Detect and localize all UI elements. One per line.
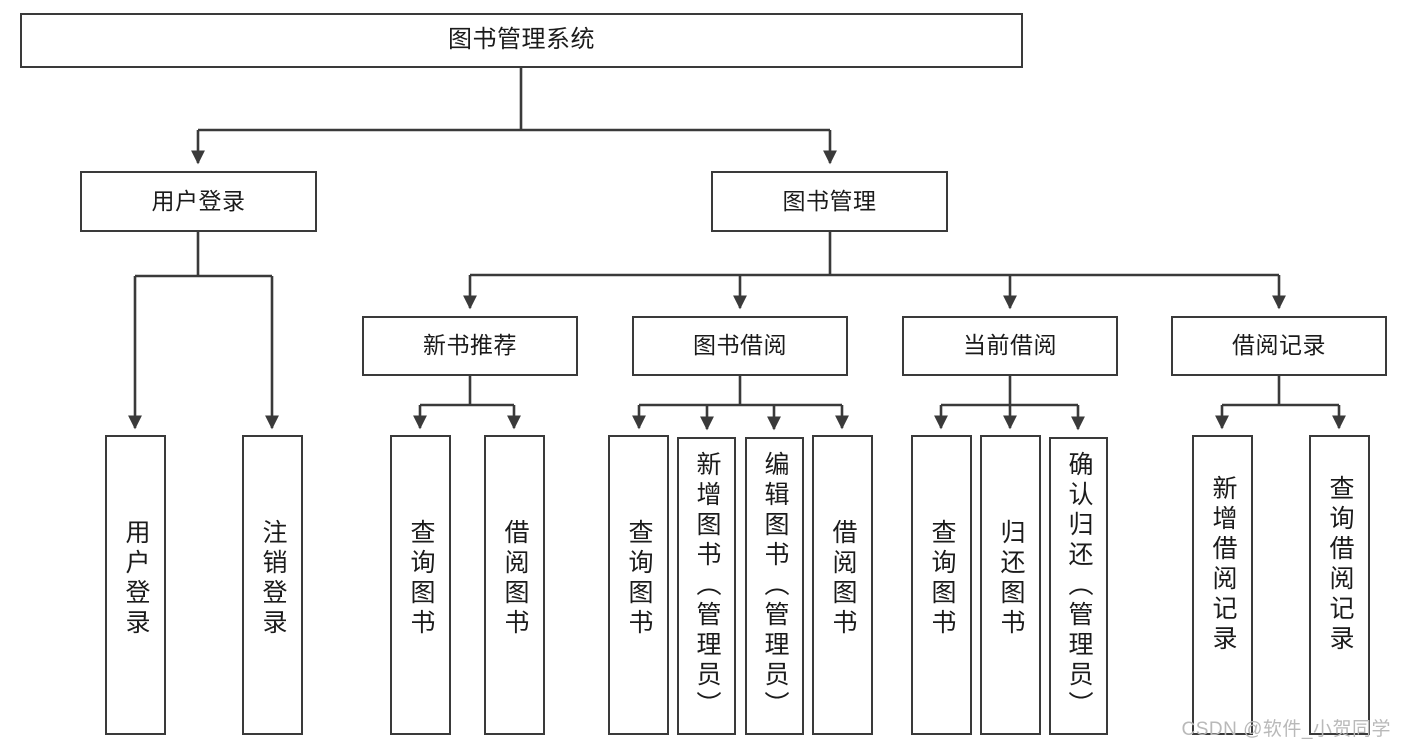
node-label: 借阅图书: [829, 519, 857, 639]
node-label: 借阅图书: [501, 519, 529, 639]
leaf-current-borrow-confirm-return-admin[interactable]: 确认归还（管理员）: [1049, 437, 1108, 735]
leaf-book-borrow-query-book[interactable]: 查询图书: [608, 435, 669, 735]
leaf-current-borrow-return-book[interactable]: 归还图书: [980, 435, 1041, 735]
node-label: 新增借阅记录: [1209, 475, 1237, 655]
node-label: 当前借阅: [963, 332, 1057, 359]
node-book-borrow[interactable]: 图书借阅: [632, 316, 848, 376]
node-label: 新书推荐: [423, 332, 517, 359]
node-label: 用户登录: [151, 187, 246, 214]
node-label: 图书管理系统: [448, 26, 595, 54]
leaf-book-borrow-borrow-book[interactable]: 借阅图书: [812, 435, 873, 735]
node-label: 借阅记录: [1232, 332, 1326, 359]
node-label: 查询图书: [625, 519, 653, 639]
node-label: 查询借阅记录: [1326, 475, 1354, 655]
node-label: 用户登录: [122, 519, 150, 639]
node-label: 编辑图书（管理员）: [761, 451, 789, 721]
node-label: 确认归还（管理员）: [1065, 451, 1093, 721]
node-label: 归还图书: [997, 519, 1025, 639]
node-label: 注销登录: [259, 519, 287, 639]
node-current-borrow[interactable]: 当前借阅: [902, 316, 1118, 376]
leaf-current-borrow-query-book[interactable]: 查询图书: [911, 435, 972, 735]
leaf-borrow-record-add-record[interactable]: 新增借阅记录: [1192, 435, 1253, 735]
node-user-login[interactable]: 用户登录: [80, 171, 317, 232]
leaf-borrow-record-query-record[interactable]: 查询借阅记录: [1309, 435, 1370, 735]
node-label: 新增图书（管理员）: [693, 451, 721, 721]
leaf-book-borrow-add-book-admin[interactable]: 新增图书（管理员）: [677, 437, 736, 735]
node-borrow-record[interactable]: 借阅记录: [1171, 316, 1387, 376]
leaf-user-login-logout[interactable]: 注销登录: [242, 435, 303, 735]
leaf-new-book-borrow-book[interactable]: 借阅图书: [484, 435, 545, 735]
leaf-book-borrow-edit-book-admin[interactable]: 编辑图书（管理员）: [745, 437, 804, 735]
node-new-book-recommend[interactable]: 新书推荐: [362, 316, 578, 376]
node-book-management[interactable]: 图书管理: [711, 171, 948, 232]
watermark: CSDN @软件_小贺同学: [1181, 719, 1391, 740]
node-label: 查询图书: [928, 519, 956, 639]
node-label: 图书管理: [782, 187, 877, 214]
node-label: 图书借阅: [693, 332, 787, 359]
node-root-book-management-system[interactable]: 图书管理系统: [20, 13, 1023, 68]
leaf-new-book-query-book[interactable]: 查询图书: [390, 435, 451, 735]
node-label: 查询图书: [407, 519, 435, 639]
leaf-user-login-login[interactable]: 用户登录: [105, 435, 166, 735]
